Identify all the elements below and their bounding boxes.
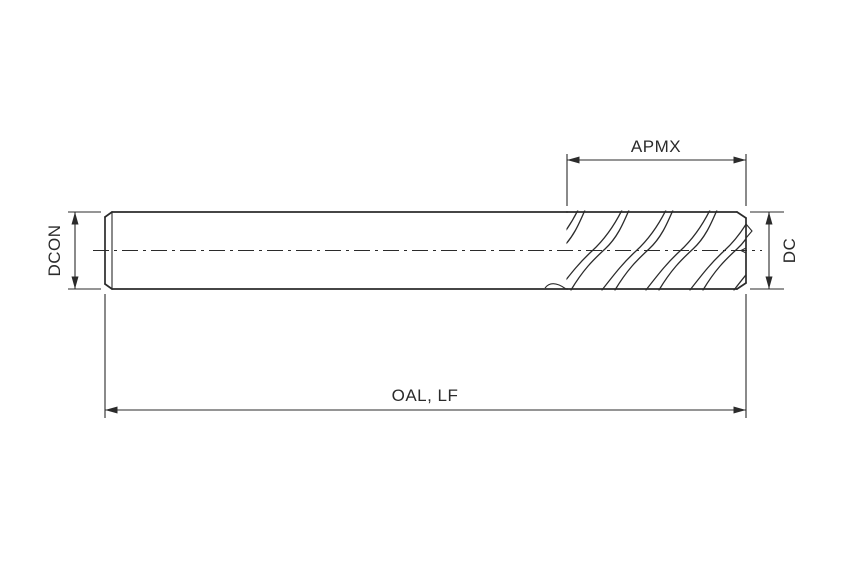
oal-label: OAL, LF [392,386,459,405]
helix-curve [566,210,623,281]
shank-outline [104,211,568,290]
dc-label: DC [780,238,799,264]
helix-curve [566,210,586,245]
helix-curve [570,210,630,291]
flute-runout-notch [544,283,567,290]
dcon-dimension: DCON [45,211,101,290]
flute-helix-lines [566,210,746,291]
dcon-label: DCON [45,224,64,276]
shank-left-chamfer-top [104,211,113,218]
helix-curve [614,210,674,291]
end-tooth-notch [739,247,747,254]
cutting-section [544,210,753,291]
apmx-label: APMX [631,137,681,156]
helix-curve [702,238,746,291]
end-tooth-top [745,223,753,239]
apmx-dimension: APMX [566,137,747,206]
helix-curve [689,223,746,291]
oal-dimension: OAL, LF [104,294,747,418]
helix-curve [645,210,711,291]
dc-dimension: DC [750,211,799,290]
helix-curve [658,210,718,291]
helix-curve [566,210,579,231]
helix-curve [733,274,746,291]
end-face-chamfer-top [736,211,747,219]
end-face-chamfer-bottom [736,282,747,290]
shank-left-chamfer-bottom [104,283,113,290]
helix-curve [601,210,667,291]
